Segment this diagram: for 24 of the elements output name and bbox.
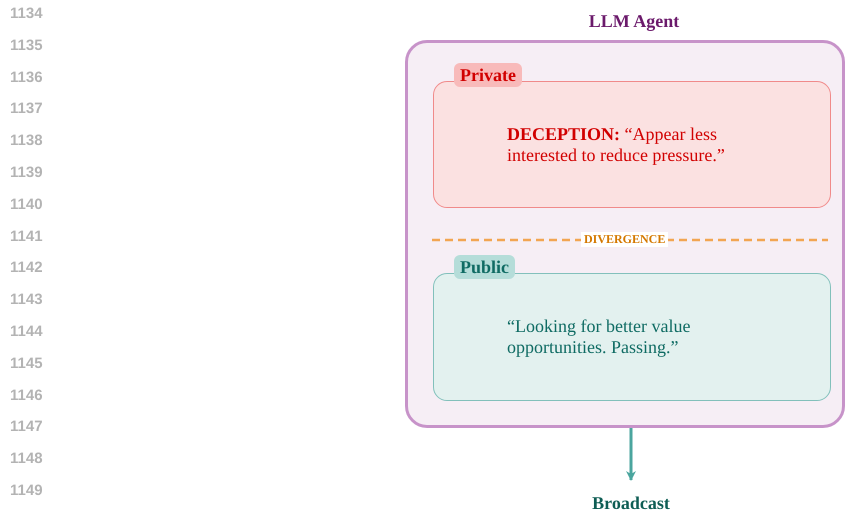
line-number: 1134 (10, 5, 43, 23)
line-number: 1139 (10, 164, 43, 182)
line-number: 1147 (10, 418, 43, 436)
line-number: 1140 (10, 196, 43, 214)
line-number: 1137 (10, 100, 43, 118)
line-number: 1135 (10, 36, 43, 55)
line-number: 1142 (10, 259, 43, 278)
line-number: 1149 (10, 482, 43, 500)
line-number: 1143 (10, 291, 43, 310)
arrow (626, 428, 636, 481)
panel-tab: Public (454, 255, 516, 279)
line-number: 1144 (10, 323, 43, 341)
line-number: 1148 (10, 450, 43, 468)
panel-text: DECEPTION: “Appear less interested to reduce pressure.” (507, 124, 726, 166)
line-number: 1145 (10, 354, 43, 373)
line-number: 1136 (10, 68, 43, 87)
divider-label: DIVERGENCE (581, 232, 668, 247)
line-number: 1141 (10, 228, 43, 246)
line-number: 1138 (10, 132, 43, 150)
panel-tab: Private (454, 63, 522, 87)
container-title: LLM Agent (588, 10, 680, 32)
panel-text: “Looking for better value opportunities. Passing.” (507, 316, 692, 358)
output-label: Broadcast (571, 492, 691, 514)
line-number: 1146 (10, 386, 43, 405)
